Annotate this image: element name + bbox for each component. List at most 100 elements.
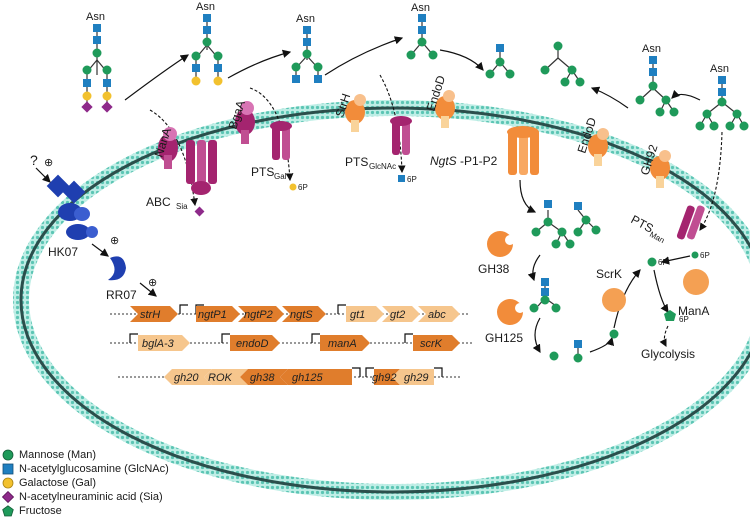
gene-gh29 xyxy=(392,369,434,385)
pts-gal-label-group: PTS Gal 6P xyxy=(251,165,308,192)
arrow-gh92-process xyxy=(671,89,701,101)
mana-label: ManA xyxy=(678,304,709,318)
gene-label-rok: ROK xyxy=(208,372,233,384)
glcnac-square-icon xyxy=(2,463,14,475)
gh92-enzyme xyxy=(650,150,671,188)
glycolysis-label: Glycolysis xyxy=(641,347,695,361)
mannose-intermediate-icon xyxy=(609,329,619,339)
endod2-enzyme xyxy=(588,128,609,166)
operon-row-1: strH ngtP1 ngtP2 ngtS gt1 gt2 abc xyxy=(110,304,470,322)
question-mark: ? xyxy=(30,152,38,168)
legend: Mannose (Man) N-acetylglucosamine (GlcNA… xyxy=(2,448,169,518)
pts-man-transporter xyxy=(676,205,705,240)
gh38-label: GH38 xyxy=(478,262,510,276)
arrow-gh38-process xyxy=(527,254,541,282)
asn-label-3: Asn xyxy=(296,13,315,25)
scrk-enzyme xyxy=(602,288,626,312)
gene-label-ngtp2: ngtP2 xyxy=(244,309,273,321)
gene-gh125 xyxy=(280,369,352,385)
asn-label-1: Asn xyxy=(86,11,105,23)
arrow-product-scrk xyxy=(589,336,615,353)
gene-label-gt1: gt1 xyxy=(350,309,365,321)
internal-glycan-a xyxy=(531,200,575,249)
ngts-label-italic: NgtS xyxy=(430,154,457,168)
legend-item-mannose: Mannose (Man) xyxy=(2,448,169,462)
arrow-endod2-process xyxy=(590,86,629,109)
gene-gh92 xyxy=(374,369,400,385)
legend-label-glcnac: N-acetylglucosamine (GlcNAc) xyxy=(19,463,169,475)
glycan-full-sialylated: Asn xyxy=(81,11,113,113)
legend-item-galactose: Galactose (Gal) xyxy=(2,476,169,490)
pts-man-sub-label: Man xyxy=(648,230,666,245)
arrow-glcnac-uptake xyxy=(379,74,406,174)
gene-rok xyxy=(204,369,248,385)
abc-label: ABC xyxy=(146,195,171,209)
gene-ngts xyxy=(282,306,326,322)
fructose-6p-icon xyxy=(664,310,676,321)
mana-enzyme xyxy=(683,269,709,295)
legend-item-fructose: Fructose xyxy=(2,504,169,518)
man-6p-label: 6P xyxy=(658,258,668,267)
gene-label-gh29: gh29 xyxy=(404,372,428,384)
glcnac-6p-label: 6P xyxy=(407,175,417,184)
gh38-enzyme xyxy=(487,231,515,257)
glycan-released-1 xyxy=(485,44,515,79)
abc-label-group: ABC Sia xyxy=(146,195,188,211)
abc-sub-label: Sia xyxy=(176,202,188,211)
internal-glycan-b xyxy=(573,202,601,237)
glycan-galactosylated: Asn xyxy=(191,1,223,86)
hk07-plus-icon: ⊕ xyxy=(110,235,119,247)
gh125-enzyme xyxy=(497,299,525,325)
gene-scrk xyxy=(413,335,460,351)
rr07-regulator xyxy=(108,256,126,281)
gene-mana xyxy=(320,335,370,351)
legend-item-glcnac: N-acetylglucosamine (GlcNAc) xyxy=(2,462,169,476)
gene-label-gh125: gh125 xyxy=(292,372,323,384)
gene-label-gh92: gh92 xyxy=(372,372,396,384)
arrow-strh-process xyxy=(324,36,404,76)
free-mannose-icon xyxy=(549,351,559,361)
strh-enzyme xyxy=(345,94,366,132)
pts-gal-transporter xyxy=(270,121,292,160)
hk07-label: HK07 xyxy=(48,245,78,259)
arrow-nana-process xyxy=(124,54,190,101)
arrow-man-import xyxy=(660,255,691,265)
gene-label-endod: endoD xyxy=(236,338,268,350)
abc-sia-transporter xyxy=(186,140,217,195)
glycan-released-2 xyxy=(540,41,585,87)
gal-6p-label: 6P xyxy=(298,183,308,192)
arrow-sia-uptake xyxy=(149,109,198,207)
gene-label-bgla3: bglA-3 xyxy=(142,338,175,350)
gene-gt2 xyxy=(382,306,420,322)
gene-ngtp1 xyxy=(196,306,240,322)
glycan-paucimannose: Asn xyxy=(406,2,438,60)
rr07-plus-icon: ⊕ xyxy=(148,277,157,289)
gene-label-ngtp1: ngtP1 xyxy=(198,309,227,321)
gene-label-scrk: scrK xyxy=(420,338,443,350)
gene-label-abc: abc xyxy=(428,309,446,321)
man-pts-6p-label: 6P xyxy=(700,251,710,260)
arrow-hk07-rr07 xyxy=(91,243,109,257)
legend-label-sia: N-acetylneuraminic acid (Sia) xyxy=(19,491,163,503)
rr07-label: RR07 xyxy=(106,288,137,302)
arrow-signal xyxy=(35,167,51,183)
gene-label-ngts: ngtS xyxy=(290,309,313,321)
gene-label-strh: strH xyxy=(140,309,160,321)
arrow-gal-uptake xyxy=(249,87,294,182)
internal-glycan-c xyxy=(529,278,561,313)
gene-gh38 xyxy=(240,369,288,385)
legend-item-sia: N-acetylneuraminic acid (Sia) xyxy=(2,490,169,504)
mannose-circle-icon xyxy=(2,449,14,461)
arrow-mana-reaction xyxy=(653,269,669,313)
legend-label-galactose: Galactose (Gal) xyxy=(19,477,97,489)
asn-label-2: Asn xyxy=(196,1,215,13)
glcnac-6p-icon xyxy=(398,175,405,182)
endod-enzyme xyxy=(435,90,455,128)
product-glcnac-icon xyxy=(574,340,582,348)
arrow-gh125-process xyxy=(532,317,541,354)
man-6p-icon xyxy=(691,251,699,259)
gene-label-gh20: gh20 xyxy=(174,372,199,384)
galactose-circle-icon xyxy=(2,477,14,489)
arrow-endod-process xyxy=(439,49,484,71)
